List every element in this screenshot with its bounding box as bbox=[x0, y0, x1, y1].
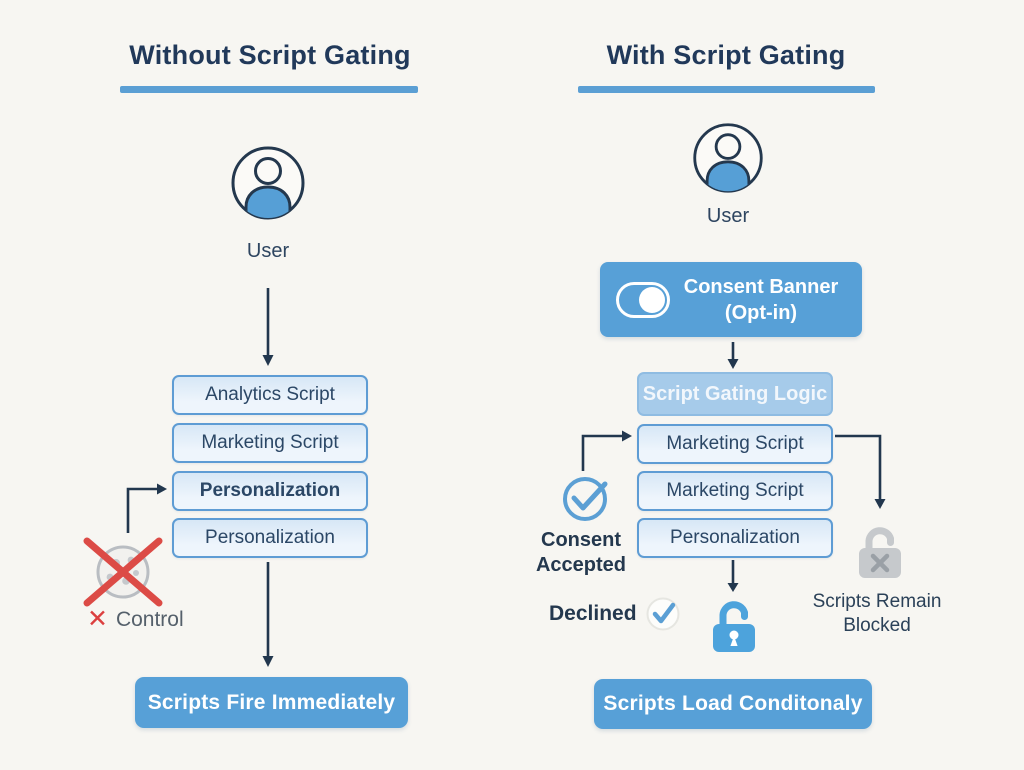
result-banner-right: Scripts Load Conditonaly bbox=[594, 679, 872, 729]
blocked-line1: Scripts Remain bbox=[812, 591, 942, 612]
control-label: Control bbox=[115, 607, 184, 631]
user-label: User bbox=[246, 240, 290, 262]
x-mark-icon: ✕ bbox=[87, 605, 108, 633]
script-box-marketing-1: Marketing Script bbox=[637, 424, 833, 464]
arrowhead bbox=[874, 499, 886, 509]
arrow-consent-to-marketing bbox=[581, 434, 622, 471]
left-title-underline bbox=[120, 86, 418, 93]
consent-banner-line1: Consent Banner bbox=[683, 275, 839, 298]
script-box-analytics: Analytics Script bbox=[172, 375, 368, 415]
declined-label: Declined bbox=[549, 602, 637, 625]
user-label: User bbox=[706, 205, 750, 227]
result-banner-left: Scripts Fire Immediately bbox=[135, 677, 408, 728]
declined-caption: Declined bbox=[549, 597, 680, 631]
consent-banner-line2: (Opt-in) bbox=[724, 301, 798, 324]
script-box-personalization-2: Personalization bbox=[172, 518, 368, 558]
blocked-line2: Blocked bbox=[843, 615, 911, 636]
unlocked-padlock-icon bbox=[713, 601, 755, 652]
right-title-underline bbox=[578, 86, 875, 93]
declined-check-icon bbox=[646, 597, 680, 631]
consent-accepted-caption: Consent Accepted bbox=[520, 528, 642, 578]
scripts-blocked-caption: Scripts Remain Blocked bbox=[806, 590, 948, 638]
cookie-crossed-icon bbox=[83, 537, 163, 607]
arrow-control-to-personalization bbox=[126, 487, 157, 533]
arrowhead bbox=[262, 656, 274, 667]
left-column-title: Without Script Gating bbox=[129, 40, 411, 70]
arrow-marketing-to-blocked bbox=[835, 434, 882, 499]
consent-banner: Consent Banner (Opt-in) bbox=[600, 262, 862, 337]
arrowhead bbox=[157, 483, 167, 495]
consent-toggle-icon bbox=[616, 281, 670, 318]
toggle-knob bbox=[639, 286, 665, 313]
consent-banner-text: Consent Banner (Opt-in) bbox=[670, 274, 862, 326]
right-column-title: With Script Gating bbox=[606, 40, 846, 70]
blocked-padlock-icon bbox=[859, 527, 901, 578]
script-box-marketing: Marketing Script bbox=[172, 423, 368, 463]
check-circle-icon bbox=[563, 477, 608, 521]
arrowhead bbox=[727, 583, 739, 592]
script-box-personalization: Personalization bbox=[637, 518, 833, 558]
arrowhead bbox=[727, 359, 739, 369]
arrowhead bbox=[262, 355, 274, 366]
script-box-personalization-1: Personalization bbox=[172, 471, 368, 511]
user-icon bbox=[693, 123, 763, 193]
consent-accepted-line2: Accepted bbox=[535, 554, 627, 576]
script-box-marketing-2: Marketing Script bbox=[637, 471, 833, 511]
user-icon bbox=[231, 146, 305, 220]
script-gating-logic-box: Script Gating Logic bbox=[637, 372, 833, 416]
arrowhead bbox=[622, 430, 632, 442]
control-caption: ✕ Control bbox=[87, 607, 184, 632]
consent-accepted-line1: Consent bbox=[541, 529, 621, 551]
